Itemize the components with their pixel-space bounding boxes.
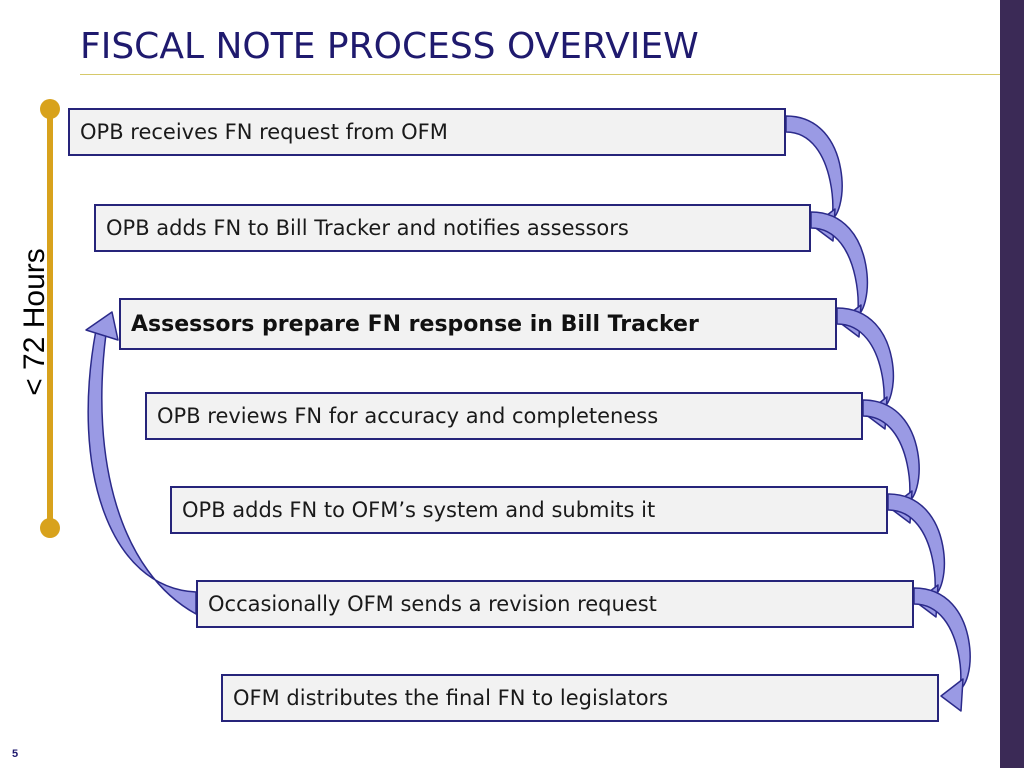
step-1-box: OPB receives FN request from OFM	[68, 108, 786, 156]
step-7-box: OFM distributes the final FN to legislat…	[221, 674, 939, 722]
step-6-box: Occasionally OFM sends a revision reques…	[196, 580, 914, 628]
slide-title: FISCAL NOTE PROCESS OVERVIEW	[80, 26, 699, 67]
step-4-box: OPB reviews FN for accuracy and complete…	[145, 392, 863, 440]
step-3-text: Assessors prepare FN response in Bill Tr…	[131, 311, 699, 337]
step-2-text: OPB adds FN to Bill Tracker and notifies…	[106, 216, 629, 240]
slide-side-bar	[1000, 0, 1024, 768]
step-7-text: OFM distributes the final FN to legislat…	[233, 686, 669, 710]
title-underline	[80, 74, 1000, 75]
timeline-end-dot	[40, 518, 60, 538]
revision-loop-arrow	[85, 311, 197, 616]
step-3-box: Assessors prepare FN response in Bill Tr…	[119, 298, 837, 350]
step-1-text: OPB receives FN request from OFM	[80, 120, 448, 144]
step-5-box: OPB adds FN to OFM’s system and submits …	[170, 486, 888, 534]
timeline-start-dot	[40, 99, 60, 119]
step-6-text: Occasionally OFM sends a revision reques…	[208, 592, 657, 616]
step-4-text: OPB reviews FN for accuracy and complete…	[157, 404, 659, 428]
page-number: 5	[12, 748, 19, 760]
step-5-text: OPB adds FN to OFM’s system and submits …	[182, 498, 656, 522]
step-2-box: OPB adds FN to Bill Tracker and notifies…	[94, 204, 811, 252]
timeline-bar	[47, 108, 53, 530]
step-6-to-7-arrow	[913, 587, 971, 712]
